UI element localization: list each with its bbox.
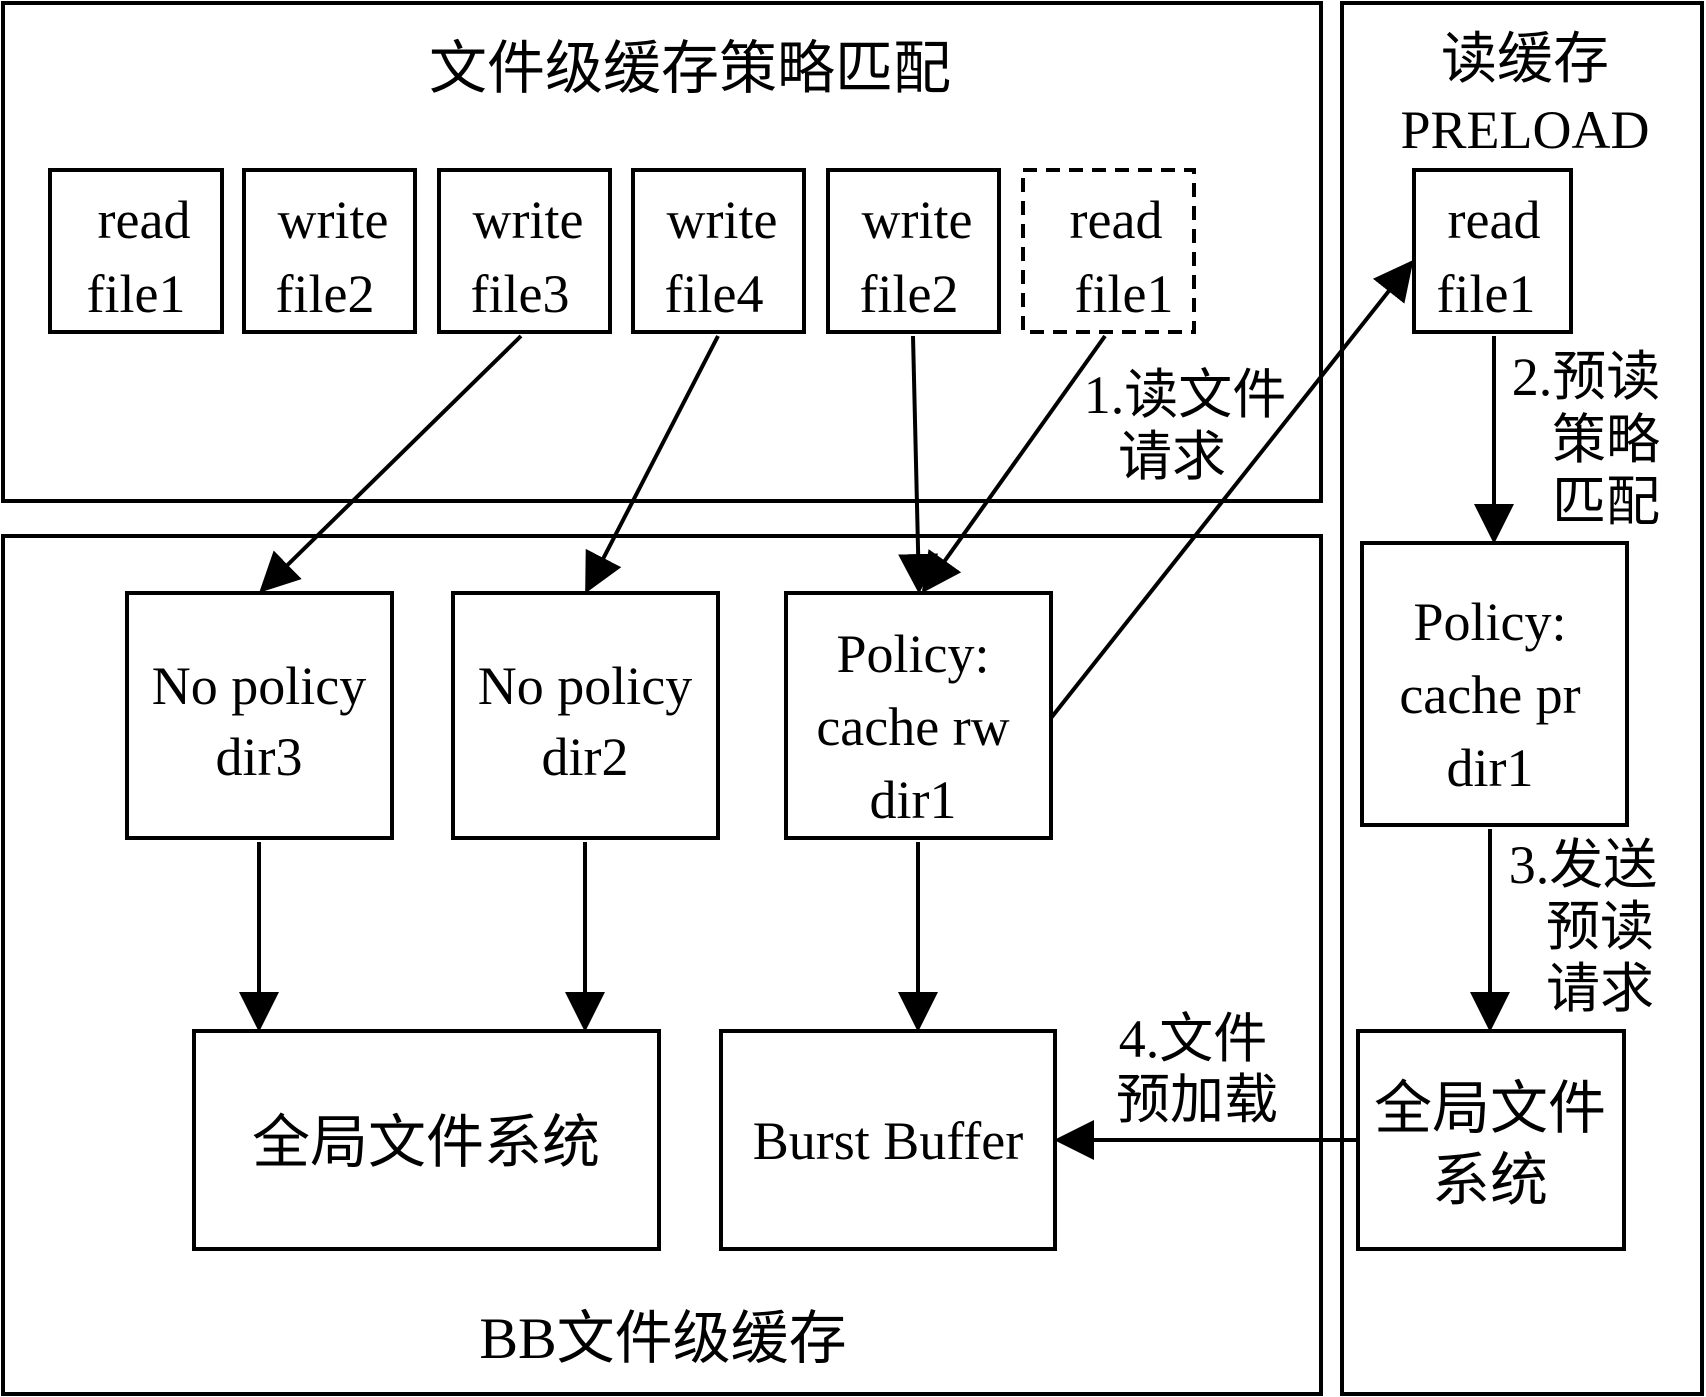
request-box-2: write file2 bbox=[242, 168, 417, 334]
preload-global-fs-box: 全局文件 系统 bbox=[1356, 1029, 1626, 1251]
step1-label-line1: 1.读文件 bbox=[1084, 365, 1287, 425]
read-cache-title: 读缓存 bbox=[1441, 29, 1609, 91]
request-box-5: write file2 bbox=[826, 168, 1001, 334]
request-op: write bbox=[862, 190, 973, 250]
request-op: read bbox=[98, 190, 191, 250]
step4-label-line1: 4.文件 bbox=[1119, 1009, 1268, 1069]
dir-policy-label: Policy: bbox=[1413, 592, 1566, 652]
request-file: file2 bbox=[860, 264, 959, 324]
request-file: file1 bbox=[1437, 264, 1536, 324]
step3-label-line2: 预读 bbox=[1546, 897, 1654, 957]
request-op: read bbox=[1070, 190, 1163, 250]
dir2-box: No policy dir2 bbox=[451, 591, 720, 840]
request-file: file1 bbox=[87, 264, 186, 324]
arrow-file3-to-dir3 bbox=[259, 334, 523, 593]
request-box-1: read file1 bbox=[48, 168, 224, 334]
request-op: write bbox=[667, 190, 778, 250]
dir-policy: cache rw bbox=[816, 697, 1009, 757]
policy-match-title: 文件级缓存策略匹配 bbox=[429, 36, 951, 101]
global-fs-label: 全局文件系统 bbox=[252, 1110, 600, 1175]
request-file: file2 bbox=[276, 264, 375, 324]
step2-label-line2: 策略 bbox=[1552, 410, 1660, 470]
burst-buffer-label: Burst Buffer bbox=[753, 1111, 1023, 1171]
arrow-file2-to-dir1 bbox=[898, 335, 939, 594]
bb-file-cache-title: BB文件级缓存 bbox=[479, 1306, 846, 1371]
arrow-dir1-to-preload bbox=[1049, 259, 1414, 720]
global-fs-label-line2: 系统 bbox=[1432, 1148, 1548, 1213]
burst-buffer-box: Burst Buffer bbox=[719, 1029, 1057, 1251]
step2-label-line1: 2.预读 bbox=[1512, 347, 1661, 407]
request-file: file4 bbox=[665, 264, 764, 324]
dir-name: dir1 bbox=[870, 770, 957, 830]
preload-policy-box: Policy: cache pr dir1 bbox=[1360, 541, 1629, 827]
dir-policy: cache pr bbox=[1399, 665, 1580, 725]
arrow-file1-to-dir1 bbox=[921, 334, 1107, 594]
arrow-file4-to-dir2 bbox=[585, 335, 720, 594]
request-box-3: write file3 bbox=[437, 168, 612, 334]
request-op: write bbox=[473, 190, 584, 250]
request-op: write bbox=[278, 190, 389, 250]
dir-policy: No policy bbox=[152, 656, 366, 716]
preload-request-box: read file1 bbox=[1412, 168, 1573, 334]
request-op: read bbox=[1448, 190, 1541, 250]
dir-name: dir3 bbox=[216, 727, 303, 787]
dir3-box: No policy dir3 bbox=[125, 591, 394, 840]
dir-policy-label: Policy: bbox=[836, 624, 989, 684]
step1-label-line2: 请求 bbox=[1118, 427, 1226, 487]
bb-file-cache-panel bbox=[1, 534, 1323, 1396]
dir-name: dir2 bbox=[542, 727, 629, 787]
dir-name: dir1 bbox=[1447, 738, 1534, 798]
step3-label-line3: 请求 bbox=[1546, 959, 1654, 1019]
request-file: file3 bbox=[471, 264, 570, 324]
preload-panel bbox=[1340, 1, 1704, 1396]
global-fs-box: 全局文件系统 bbox=[192, 1029, 661, 1251]
step3-label-line1: 3.发送 bbox=[1509, 835, 1658, 895]
policy-match-panel bbox=[1, 1, 1323, 503]
dir-policy: No policy bbox=[478, 656, 692, 716]
request-box-4: write file4 bbox=[631, 168, 806, 334]
step4-label-line2: 预加载 bbox=[1116, 1070, 1278, 1130]
request-box-6-pending: read file1 bbox=[1021, 168, 1196, 334]
preload-title: PRELOAD bbox=[1400, 100, 1649, 160]
global-fs-label-line1: 全局文件 bbox=[1374, 1076, 1606, 1141]
step2-label-line3: 匹配 bbox=[1552, 472, 1660, 532]
dir1-box: Policy: cache rw dir1 bbox=[784, 591, 1053, 840]
request-file: file1 bbox=[1075, 264, 1174, 324]
